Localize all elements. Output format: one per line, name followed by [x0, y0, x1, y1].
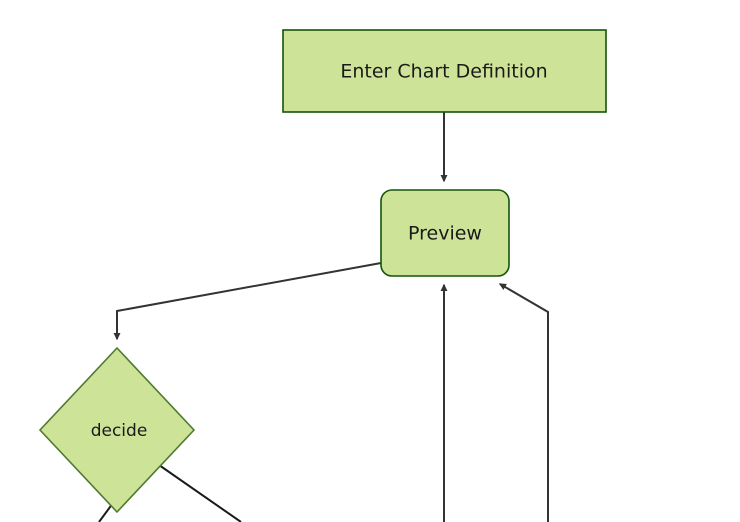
node-preview[interactable]: Preview: [380, 189, 510, 277]
node-layer: Enter Chart Definition Preview decide: [38, 29, 607, 514]
node-enter-chart-definition-label: Enter Chart Definition: [340, 61, 547, 83]
edge-preview-to-decide: [113, 262, 382, 341]
edge-layer: [98, 112, 549, 522]
node-decide-shape[interactable]: [38, 346, 196, 514]
node-enter-chart-definition[interactable]: Enter Chart Definition: [282, 29, 607, 113]
node-preview-shape[interactable]: [380, 189, 510, 277]
node-decide[interactable]: decide: [38, 346, 196, 514]
node-preview-label: Preview: [408, 223, 482, 245]
node-enter-chart-definition-shape[interactable]: [282, 29, 607, 113]
edge-decide-bottom-right: [158, 464, 242, 522]
node-decide-label: decide: [91, 421, 148, 441]
edge-bottom-right-to-preview: [498, 283, 549, 522]
